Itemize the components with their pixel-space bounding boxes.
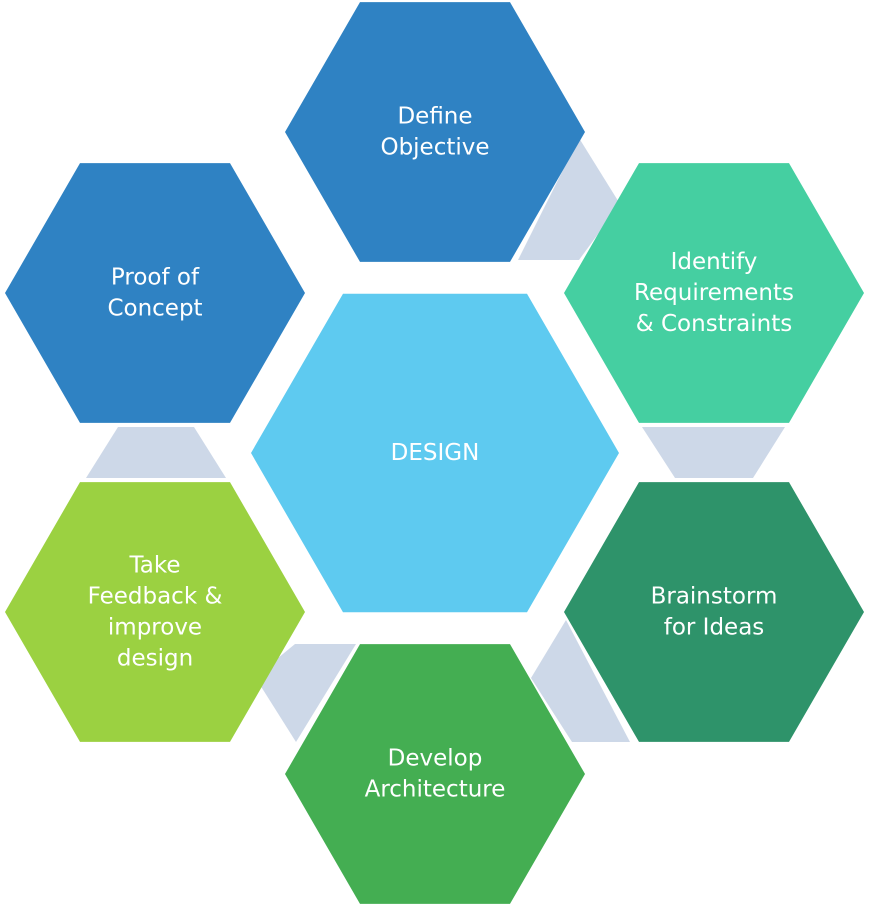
label-identify-requirements-line-1: Identify — [671, 249, 758, 275]
label-proof-of-concept-line-2: Concept — [107, 296, 202, 322]
label-proof-of-concept-line-1: Proof of — [111, 265, 200, 291]
label-proof-of-concept: Proof of Concept — [107, 265, 202, 322]
label-brainstorm-line-2: for Ideas — [664, 615, 765, 641]
label-identify-requirements-line-2: Requirements — [634, 280, 794, 306]
connector-4 — [255, 644, 356, 742]
label-define-objective-line-1: Define — [397, 104, 472, 130]
connectors — [86, 138, 785, 742]
connector-1 — [518, 138, 620, 260]
hexagon-define-objective — [285, 2, 585, 262]
label-take-feedback-line-1: Take — [129, 553, 181, 579]
label-develop-architecture-line-1: Develop — [388, 746, 483, 772]
label-define-objective-line-2: Objective — [380, 135, 489, 161]
connector-5 — [86, 427, 226, 478]
label-identify-requirements-line-3: & Constraints — [636, 311, 792, 337]
hexagon-take-feedback — [5, 482, 305, 742]
hexagon-brainstorm — [564, 482, 864, 742]
hexagon-identify-requirements — [564, 163, 864, 423]
connector-2 — [642, 427, 785, 478]
hexagon-proof-of-concept — [5, 163, 305, 423]
label-take-feedback-line-2: Feedback & — [88, 584, 223, 610]
label-take-feedback-line-3: improve — [108, 615, 202, 641]
hexagon-develop-architecture — [285, 644, 585, 904]
center-label-line-1: DESIGN — [391, 440, 480, 466]
label-take-feedback-line-4: design — [117, 646, 193, 672]
connector-3 — [531, 620, 630, 742]
label-brainstorm-line-1: Brainstorm — [651, 584, 778, 610]
label-brainstorm: Brainstorm for Ideas — [651, 584, 778, 641]
label-develop-architecture-line-2: Architecture — [365, 777, 506, 803]
center-label: DESIGN — [391, 440, 480, 466]
hexagon-center-design — [251, 293, 619, 613]
